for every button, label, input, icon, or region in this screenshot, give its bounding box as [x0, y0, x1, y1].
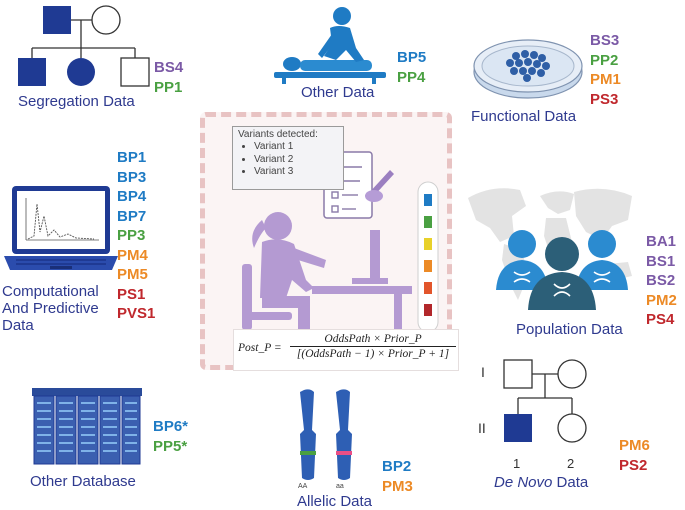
- formula-denominator: [(OddsPath − 1) × Prior_P + 1]: [296, 348, 450, 360]
- code-bs4: BS4: [154, 59, 184, 76]
- code-pp4: PP4: [397, 68, 426, 86]
- code-bp1: BP1: [117, 149, 147, 166]
- petri-dish-icon: [473, 39, 583, 99]
- allelic-data-label: Allelic Data: [297, 493, 373, 510]
- de-novo-italic: De Novo: [494, 474, 553, 491]
- variant-item: Variant 1: [254, 141, 338, 154]
- formula-lhs: Post_P =: [238, 342, 282, 354]
- population-codes: BA1 BS1 BS2 PM2 PS4: [646, 232, 677, 330]
- variants-detected-panel: Variants detected: Variant 1 Variant 2 V…: [232, 126, 344, 190]
- computational-codes: BP1 BP3 BP4 BP7 PP3 PM4 PM5 PS1 PVS1: [117, 148, 155, 324]
- posterior-formula: Post_P = OddsPath × Prior_P [(OddsPath −…: [233, 329, 459, 371]
- laptop-icon: [4, 186, 118, 270]
- code-pm3: PM3: [382, 477, 413, 495]
- formula-fraction: OddsPath × Prior_P [(OddsPath − 1) × Pri…: [290, 333, 456, 360]
- other-data-codes: BP5 PP4: [397, 48, 426, 87]
- code-ps2: PS2: [619, 456, 648, 474]
- de-novo-pedigree-icon: [503, 359, 587, 443]
- population-data-label: Population Data: [516, 321, 623, 338]
- other-database-label: Other Database: [30, 473, 136, 490]
- physiotherapy-icon: [274, 7, 386, 84]
- world-map-population-icon: [468, 188, 632, 310]
- formula-numerator: OddsPath × Prior_P: [290, 333, 456, 347]
- code-bp7: BP7: [117, 207, 147, 225]
- code-pm4: PM4: [117, 246, 148, 264]
- code-ps3: PS3: [590, 90, 619, 108]
- variant-item: Variant 2: [254, 154, 338, 167]
- code-pp1: PP1: [154, 78, 183, 96]
- computational-label-line1: Computational: [2, 283, 99, 300]
- code-bs1: BS1: [646, 252, 676, 270]
- generation-label-2: II: [478, 420, 486, 436]
- other-data-label: Other Data: [301, 84, 375, 101]
- code-pvs1: PVS1: [117, 305, 156, 322]
- chromosomes-icon: [300, 389, 352, 480]
- code-ps4: PS4: [646, 311, 675, 328]
- code-bp2: BP2: [382, 458, 412, 475]
- code-pm6: PM6: [619, 437, 650, 454]
- other-database-codes: BP6* PP5*: [153, 417, 188, 456]
- code-pm2: PM2: [646, 291, 677, 309]
- functional-data-label: Functional Data: [471, 108, 577, 125]
- chromosome-label-aa-lower: aa: [336, 483, 344, 490]
- de-novo-rest: Data: [552, 474, 589, 491]
- server-racks-icon: [32, 388, 142, 465]
- generation-label-1: I: [481, 364, 485, 380]
- code-bp4: BP4: [117, 188, 147, 205]
- code-bs3: BS3: [590, 32, 620, 49]
- code-bp6: BP6*: [153, 418, 189, 435]
- segregation-codes: BS4 PP1: [154, 58, 183, 97]
- de-novo-codes: PM6 PS2: [619, 436, 650, 475]
- computational-label-line3: Data: [2, 317, 34, 334]
- individual-label-1: 1: [513, 456, 521, 471]
- code-bp5: BP5: [397, 49, 427, 66]
- allelic-codes: BP2 PM3: [382, 457, 413, 496]
- computational-label-line2: And Predictive: [2, 300, 99, 317]
- code-pp5: PP5*: [153, 437, 188, 455]
- variants-list: Variant 1 Variant 2 Variant 3: [238, 141, 338, 179]
- variant-item: Variant 3: [254, 166, 338, 179]
- code-pm1: PM1: [590, 71, 621, 88]
- segregation-data-label: Segregation Data: [18, 93, 135, 110]
- code-bs2: BS2: [646, 272, 676, 289]
- code-pm5: PM5: [117, 266, 148, 283]
- code-ba1: BA1: [646, 233, 677, 250]
- segregation-pedigree-icon: [18, 5, 150, 87]
- functional-codes: BS3 PP2 PM1 PS3: [590, 31, 621, 109]
- variants-title: Variants detected:: [238, 129, 318, 140]
- individual-label-2: 2: [567, 456, 575, 471]
- chromosome-label-aa-upper: AA: [298, 483, 308, 490]
- code-pp2: PP2: [590, 51, 619, 69]
- code-ps1: PS1: [117, 285, 146, 303]
- de-novo-data-label: De Novo Data: [494, 474, 588, 491]
- code-pp3: PP3: [117, 227, 146, 244]
- code-bp3: BP3: [117, 168, 147, 186]
